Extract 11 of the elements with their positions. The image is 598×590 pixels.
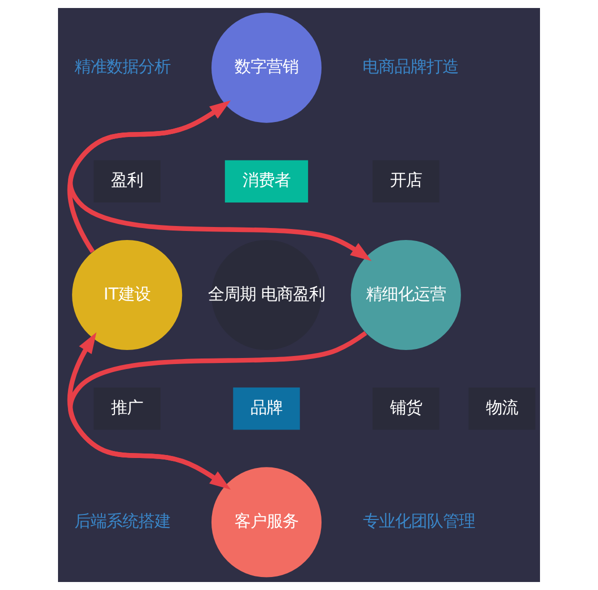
node-circle: 全周期 电商盈利 — [211, 240, 322, 350]
node-circle: IT建设 — [72, 240, 182, 350]
node-box: 品牌 — [233, 388, 300, 430]
label: 精准数据分析 — [74, 57, 170, 76]
node-circle: 数字营销 — [211, 12, 322, 123]
label: 专业化团队管理 — [362, 512, 475, 531]
label: 电商品牌打造 — [362, 57, 459, 76]
node-box: 消费者 — [224, 160, 308, 202]
node-circle: 客户服务 — [211, 467, 322, 578]
arrow — [67, 100, 231, 254]
label: 后端系统搭建 — [74, 512, 170, 531]
